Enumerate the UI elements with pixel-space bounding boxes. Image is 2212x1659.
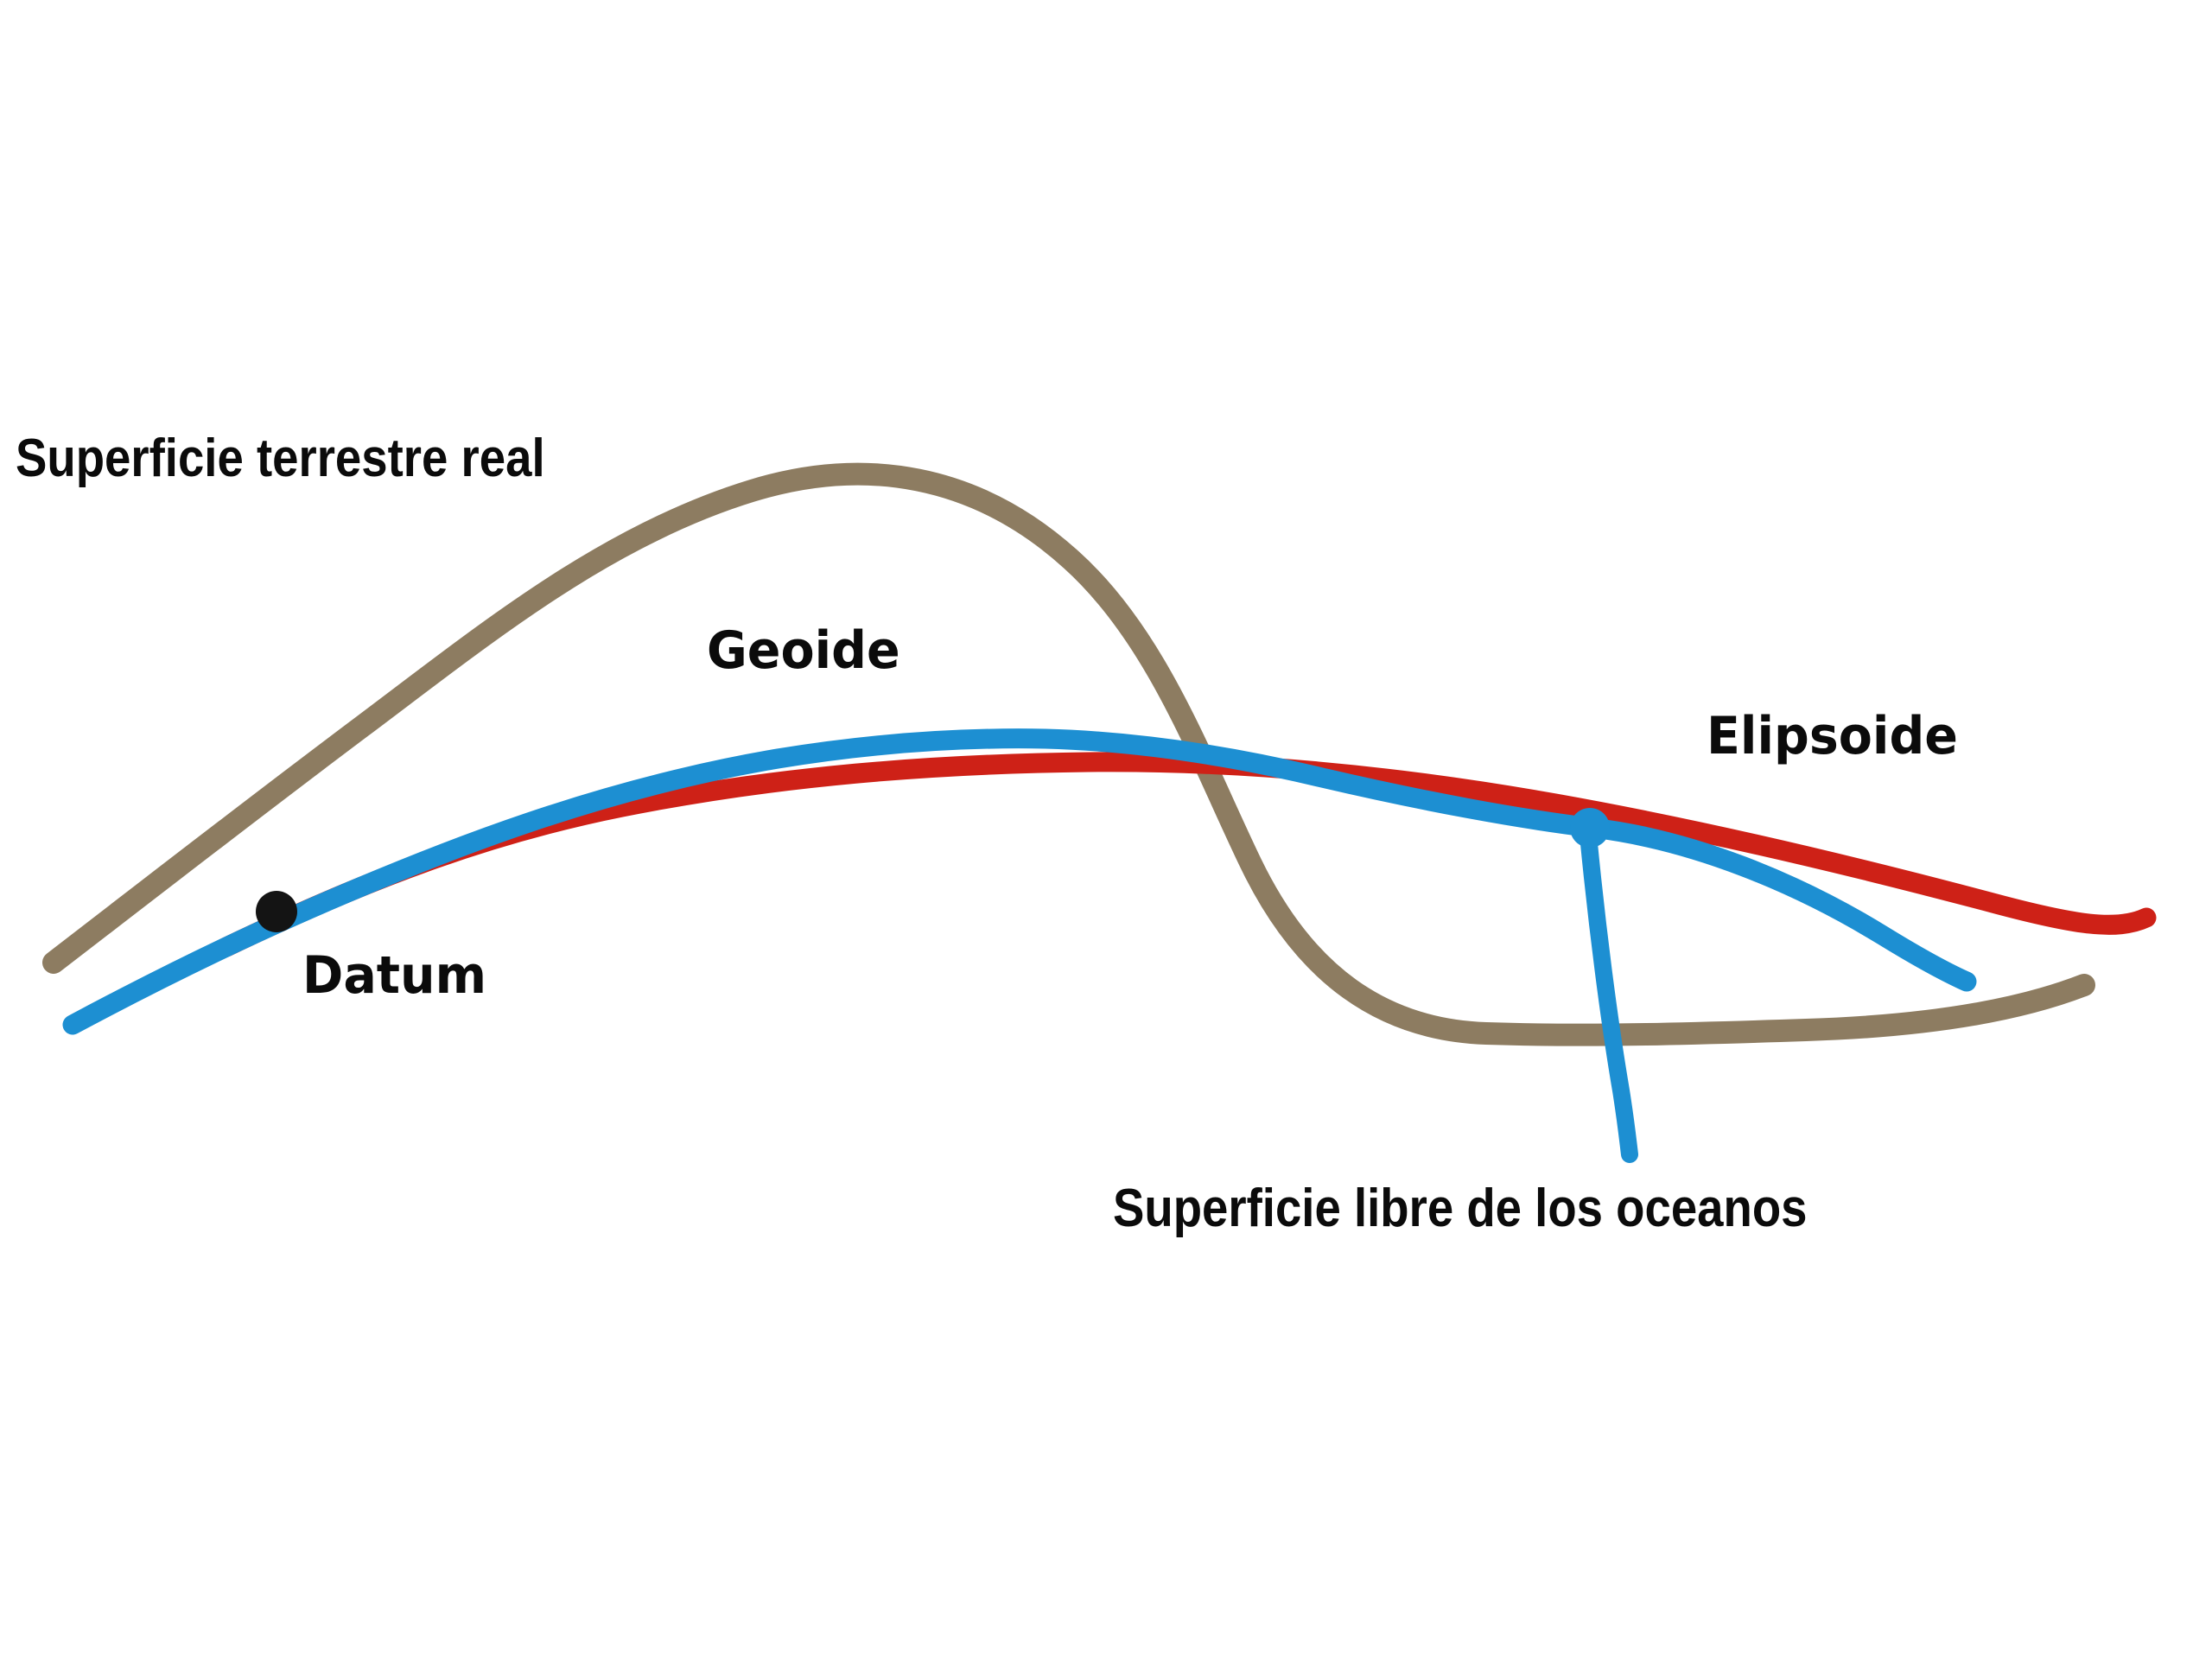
label-datum: Datum: [302, 945, 487, 1006]
geoid-point-marker: [1570, 808, 1610, 848]
curve-geoide: [62, 728, 1977, 1035]
label-elipsoide: Elipsoide: [1707, 706, 1958, 766]
label-superficie-libre-de-los-oceanos: Superficie libre de los oceanos: [1113, 1179, 1808, 1238]
curve-superficie-terrestre-real: [42, 462, 2095, 1046]
leader-line-superficie-libre-de-los-oceanos: [1580, 826, 1638, 1163]
datum-point-marker: [256, 891, 297, 932]
label-superficie-terrestre-real: Superficie terrestre real: [16, 429, 545, 488]
label-geoide: Geoide: [707, 620, 900, 681]
